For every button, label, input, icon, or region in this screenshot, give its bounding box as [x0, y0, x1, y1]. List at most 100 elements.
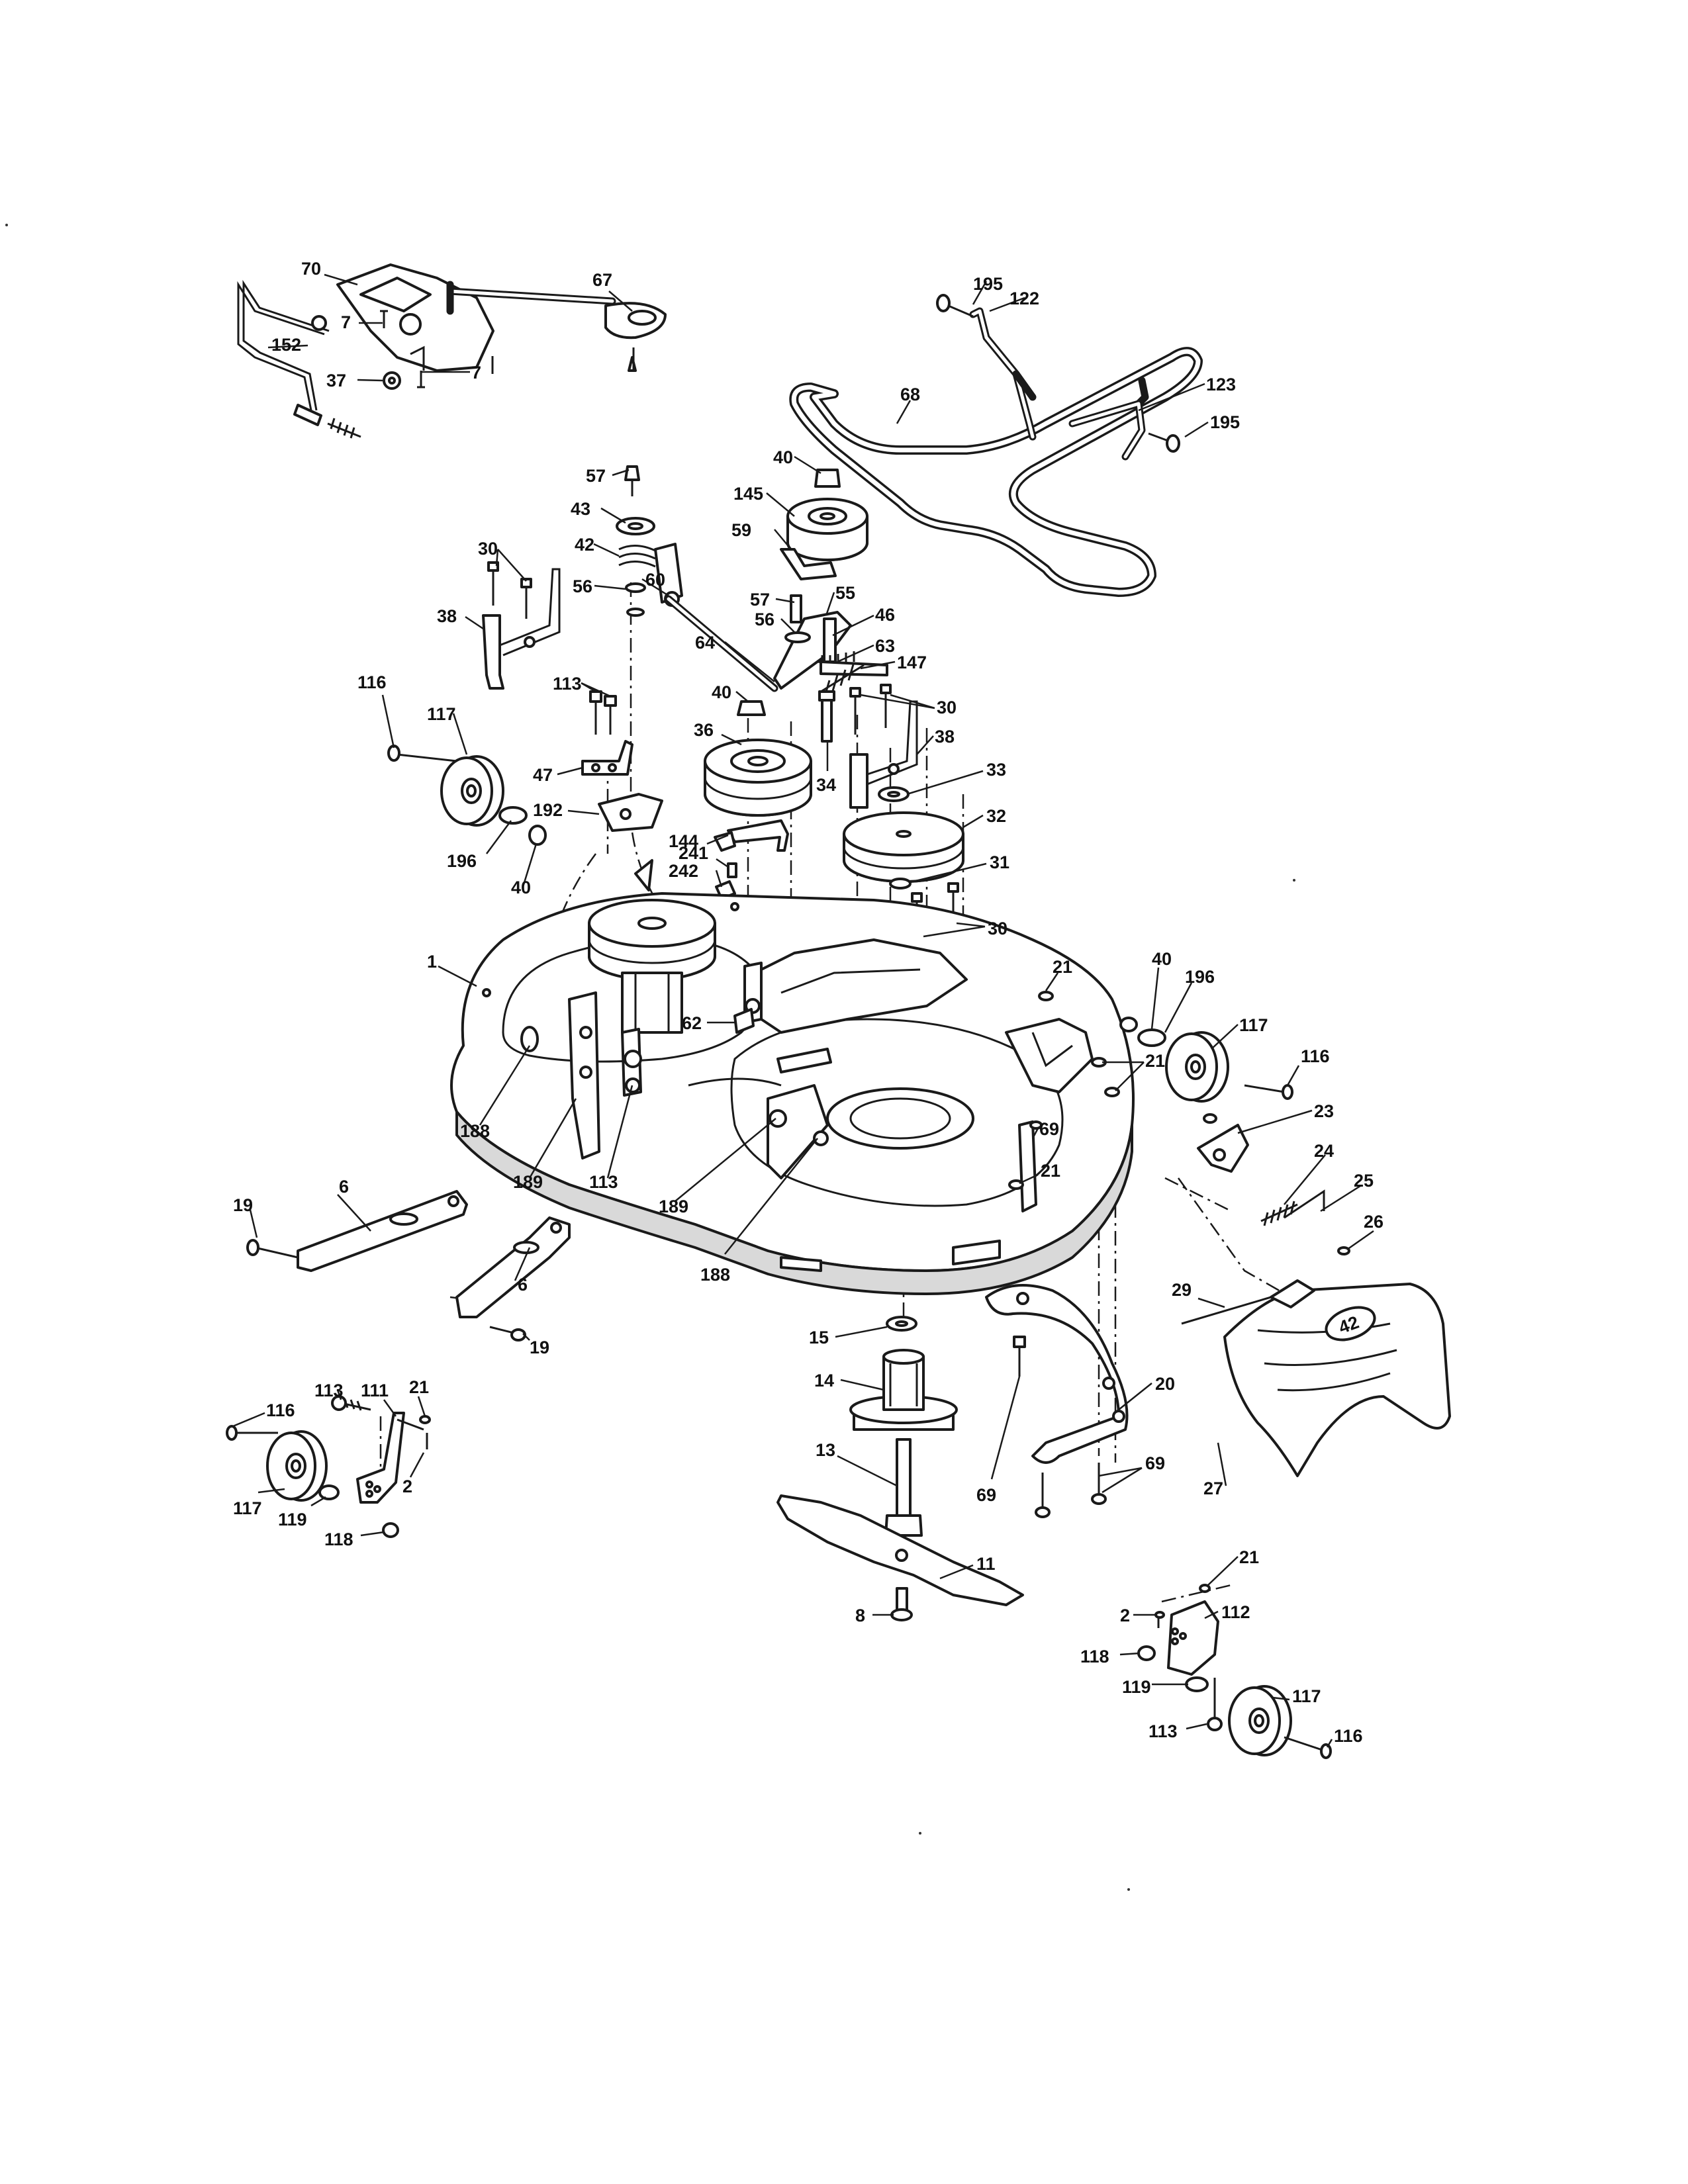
callout-29: 29 [1172, 1280, 1192, 1300]
callout-59: 59 [731, 520, 751, 540]
deck-lift-linkage [336, 263, 616, 372]
callout-30-b: 30 [937, 698, 957, 717]
callout-40-c: 40 [511, 878, 531, 897]
callout-60: 60 [645, 570, 665, 590]
bracket-47 [581, 740, 633, 776]
callout-55: 55 [835, 583, 855, 603]
callout-47: 47 [533, 765, 553, 785]
bracket-112 [1137, 1584, 1223, 1731]
callout-64: 64 [695, 633, 715, 653]
drive-belt-68 [789, 347, 1203, 597]
spindle-housing-14 [849, 1349, 958, 1431]
spring-147 [820, 664, 865, 697]
callout-57-a: 57 [586, 466, 606, 486]
callout-34: 34 [816, 775, 836, 795]
rod-25 [1284, 1189, 1325, 1219]
bolts-195 [936, 294, 1180, 453]
idler-pulley-145 [786, 469, 868, 561]
callout-25: 25 [1354, 1171, 1374, 1191]
idler-arm-46 [773, 594, 888, 690]
callout-57-b: 57 [750, 590, 770, 610]
callout-21-c: 21 [1041, 1161, 1060, 1181]
callout-62: 62 [682, 1013, 702, 1033]
nut-40-center [737, 700, 766, 716]
callout-192: 192 [533, 800, 563, 820]
belt-guide-122 [969, 307, 1037, 441]
bolt-34 [818, 690, 835, 743]
callout-196-a: 196 [447, 851, 477, 871]
callout-40-d: 40 [1152, 949, 1172, 969]
callout-242: 242 [669, 861, 698, 881]
callout-56-b: 56 [755, 610, 774, 629]
callout-116-d: 116 [1334, 1726, 1363, 1746]
callout-113-a: 113 [553, 674, 582, 694]
callout-6-a: 6 [339, 1177, 349, 1197]
callout-21-b: 21 [1145, 1051, 1165, 1071]
blade-11 [776, 1494, 1024, 1606]
callout-24: 24 [1314, 1141, 1334, 1161]
callout-21-e: 21 [1239, 1547, 1259, 1567]
callout-19-b: 19 [530, 1338, 549, 1357]
baffle-20 [985, 1284, 1129, 1464]
belt-guide-123 [1068, 377, 1149, 461]
scan-specks [5, 224, 1295, 1891]
callout-19-a: 19 [233, 1195, 253, 1215]
callout-37: 37 [326, 371, 346, 390]
callout-6-b: 6 [518, 1275, 528, 1295]
callout-189-b: 189 [659, 1197, 688, 1216]
hardware-7-37 [380, 310, 494, 390]
callout-241: 241 [679, 843, 708, 863]
callout-113-c: 113 [314, 1381, 344, 1400]
callout-152: 152 [271, 335, 301, 355]
callout-30-c: 30 [988, 919, 1008, 938]
discharge-chute-27: 42 [1223, 1279, 1451, 1477]
washer-33 [878, 786, 910, 802]
callout-116-c: 116 [266, 1400, 295, 1420]
callout-8: 8 [855, 1606, 865, 1625]
callout-145: 145 [733, 484, 763, 504]
callout-113-b: 113 [589, 1172, 618, 1192]
callout-117-c: 117 [233, 1498, 262, 1518]
gauge-wheel-bottom-left [226, 1425, 399, 1538]
clip-26 [1337, 1246, 1350, 1255]
bracket-59 [780, 548, 837, 580]
pulley-32 [843, 811, 964, 883]
callout-43: 43 [571, 499, 590, 519]
callout-33: 33 [986, 760, 1006, 780]
callout-13: 13 [816, 1440, 835, 1460]
callout-40-a: 40 [773, 447, 793, 467]
callout-67: 67 [592, 270, 612, 290]
leader-lines [232, 273, 1374, 1748]
callout-195-a: 195 [973, 274, 1003, 294]
mower-deck-housing [450, 859, 1135, 1296]
spring-24 [1260, 1201, 1298, 1226]
callout-117-d: 117 [1292, 1686, 1321, 1706]
callout-69-c: 69 [976, 1485, 996, 1505]
spindle-shaft-13 [884, 1438, 923, 1537]
callout-111: 111 [361, 1381, 389, 1400]
callout-11: 11 [976, 1554, 996, 1574]
callout-labels: 70 67 7 7 152 37 195 122 68 123 195 57 4… [233, 259, 1383, 1746]
callout-2-a: 2 [402, 1477, 412, 1496]
callout-15: 15 [809, 1328, 829, 1347]
callout-40-b: 40 [712, 682, 731, 702]
callout-188-b: 188 [700, 1265, 730, 1285]
callout-2-b: 2 [1120, 1606, 1130, 1625]
callout-122: 122 [1009, 289, 1039, 308]
callout-30-a: 30 [478, 539, 498, 559]
callout-195-b: 195 [1210, 412, 1240, 432]
gauge-wheel-right [1119, 1017, 1293, 1103]
callout-26: 26 [1364, 1212, 1383, 1232]
callout-117-a: 117 [427, 704, 456, 724]
callout-27: 27 [1203, 1479, 1223, 1498]
callout-117-b: 117 [1239, 1015, 1268, 1035]
blade-bolt-8 [890, 1587, 913, 1621]
callout-42: 42 [575, 535, 594, 555]
callout-118-a: 118 [324, 1529, 353, 1549]
callout-188-a: 188 [460, 1121, 490, 1141]
callout-46: 46 [875, 605, 895, 625]
callout-196-b: 196 [1185, 967, 1215, 987]
washer-15 [886, 1316, 917, 1332]
callout-119-b: 119 [1122, 1677, 1151, 1697]
callout-119-a: 119 [278, 1510, 307, 1529]
